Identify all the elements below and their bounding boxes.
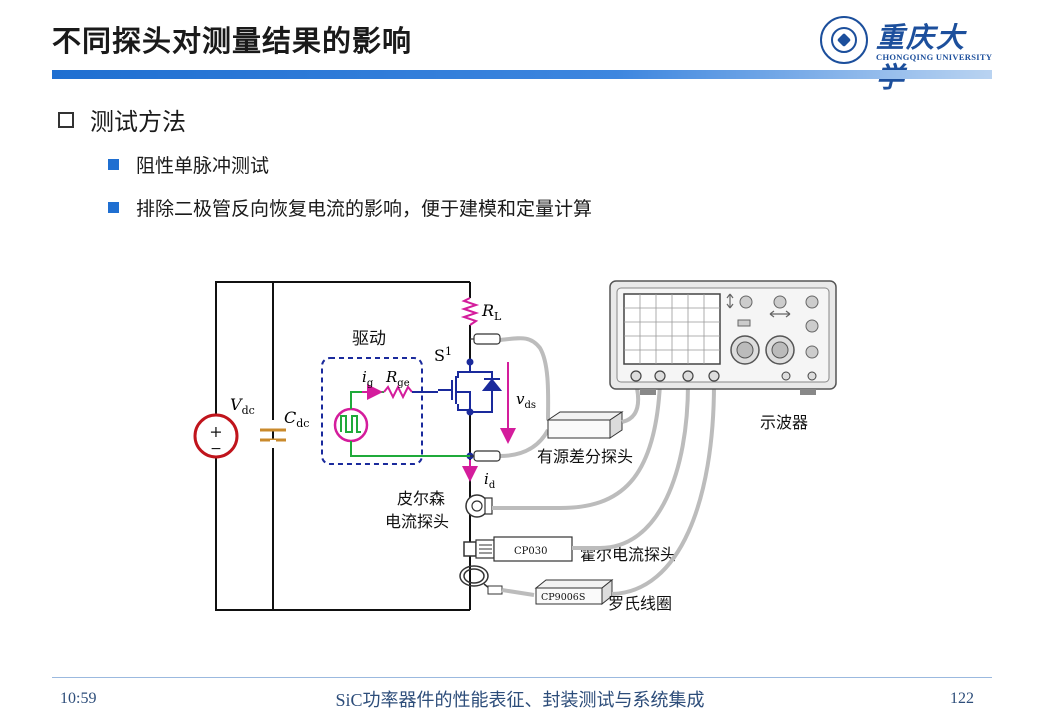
rogowski-label: 罗氏线圈: [608, 594, 672, 613]
footer-divider: [52, 677, 992, 678]
ig-label: ig: [362, 368, 374, 389]
gate-drive-box: [321, 357, 423, 465]
bullet-item: 排除二极管反向恢复电流的影响，便于建模和定量计算: [108, 194, 592, 221]
pearson-probe-icon: [465, 494, 493, 518]
mosfet-s1: [438, 365, 503, 413]
rge-label: Rge: [385, 368, 410, 389]
bullet-item: 阻性单脉冲测试: [108, 151, 269, 178]
vds-label: vds: [516, 390, 536, 411]
vdc-label: Vdc: [230, 395, 255, 417]
cdc-label: Cdc: [284, 408, 309, 430]
square-bullet-icon: [108, 202, 119, 213]
dc-link-capacitor: [260, 420, 286, 448]
power-circuit: [215, 281, 471, 611]
diff-probe-label: 有源差分探头: [537, 447, 633, 466]
dc-voltage-source: + −: [193, 413, 239, 459]
differential-probe-leads: [499, 336, 551, 458]
section-heading: 测试方法: [58, 102, 186, 137]
title-underline-bar: [52, 70, 992, 79]
source-plus: +: [209, 422, 222, 441]
drive-label: 驱动: [352, 329, 386, 349]
square-bullet-icon: [108, 159, 119, 170]
rogowski-model-label: CP9006S: [541, 592, 585, 603]
probe-tip-icons: [473, 333, 501, 462]
pearson-label-line2: 电流探头: [385, 512, 449, 531]
university-logo: 重庆大学 CHONGQING UNIVERSITY: [820, 14, 995, 94]
oscilloscope-label: 示波器: [760, 413, 808, 432]
pearson-label-line1: 皮尔森: [397, 489, 445, 508]
hall-probe-icon: [463, 536, 573, 562]
section-heading-text: 测试方法: [90, 108, 186, 136]
bullet-text: 阻性单脉冲测试: [136, 155, 270, 177]
bullet-text: 排除二极管反向恢复电流的影响，便于建模和定量计算: [136, 198, 593, 220]
load-resistor: [460, 297, 480, 326]
source-minus: −: [210, 441, 222, 457]
rogowski-integrator-box: [534, 578, 614, 606]
logo-name-cn: 重庆大学: [876, 21, 967, 94]
oscilloscope-icon: [609, 280, 837, 395]
logo-name-en: CHONGQING UNIVERSITY: [876, 52, 993, 62]
footer-course-title: SiC功率器件的性能表征、封装测试与系统集成: [335, 690, 705, 710]
gate-resistor: [383, 384, 413, 400]
slide-title: 不同探头对测量结果的影响: [52, 24, 413, 58]
university-emblem-icon: [820, 16, 868, 64]
s1-label: S1: [434, 345, 452, 365]
footer-time: 10:59: [60, 690, 97, 707]
checkbox-bullet-icon: [58, 111, 74, 128]
hall-model-label: CP030: [514, 546, 547, 557]
footer-page-number: 122: [950, 690, 974, 707]
id-label: id: [484, 470, 496, 491]
probe-cables: [492, 383, 716, 597]
rl-label: RL: [481, 301, 502, 323]
differential-probe-box: [546, 411, 624, 439]
pulse-generator-icon: [333, 407, 369, 443]
